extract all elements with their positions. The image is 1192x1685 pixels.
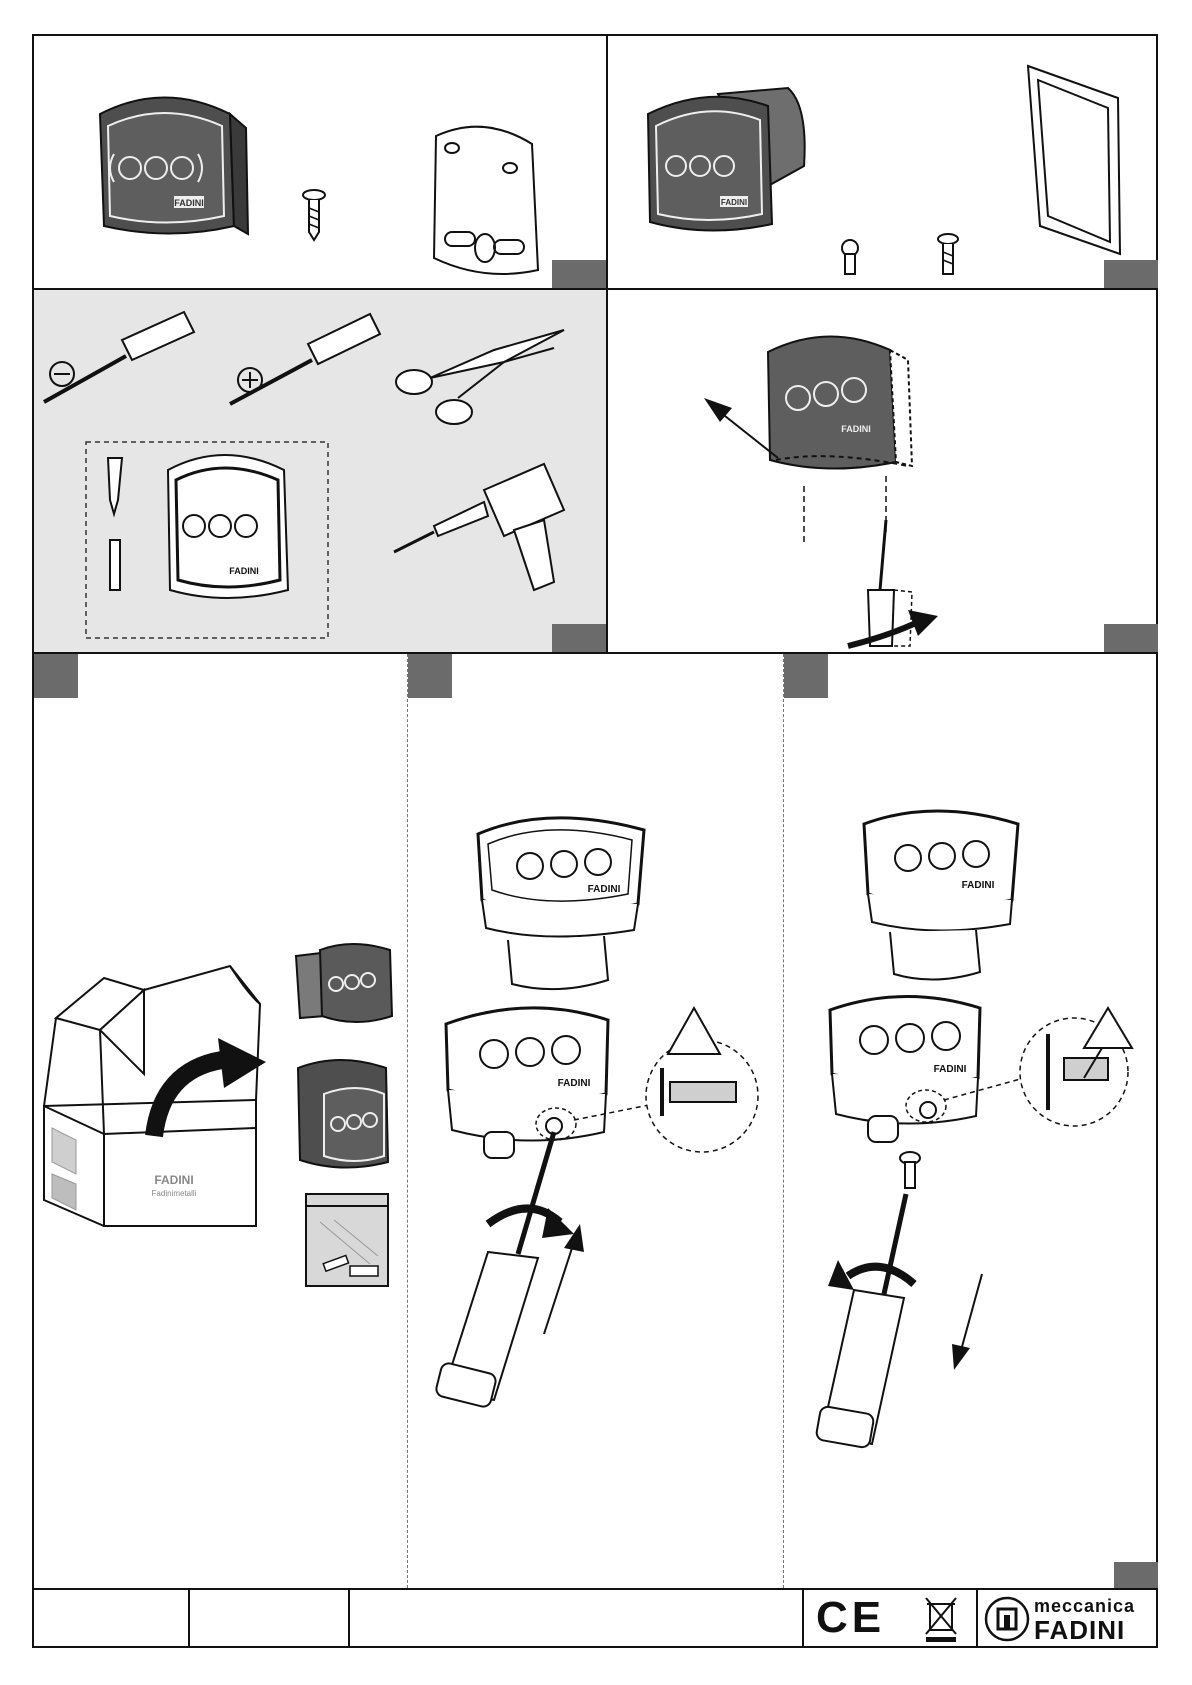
panel-contents-flat-mount: FADINI: [34, 36, 608, 290]
device-brand-label-7: FADINI: [962, 880, 995, 891]
screw-bag-icon: [306, 1194, 388, 1286]
keypad-front-icon: FADINI: [478, 818, 644, 989]
short-screw-icon: [842, 240, 858, 274]
step-number-tab-2: [408, 654, 452, 698]
recessed-keypad-icon: [296, 944, 392, 1022]
tighten-screw-illustration: FADINI FADINI: [408, 654, 784, 1588]
tools-illustration: FADINI: [34, 290, 608, 654]
screw-icon: [303, 190, 325, 240]
warning-triangle-icon: [668, 1008, 720, 1054]
ce-mark: CE: [816, 1594, 885, 1642]
figure-number-tab-2: [1104, 260, 1158, 288]
device-brand-label-4: FADINI: [841, 424, 871, 434]
figure-number-tab-4: [1104, 624, 1158, 652]
mounting-plate-icon: [434, 127, 538, 274]
crossed-out-wheelie-bin-icon: [922, 1594, 962, 1644]
panel-step-unpack: FADINI Fadinimetalli: [34, 654, 408, 1588]
rotate-clockwise-arrow-icon: [488, 1208, 574, 1238]
screwdriver-icon-2: [435, 1132, 554, 1408]
footer-marks-cell: CE: [802, 1590, 978, 1646]
pull-down-arrow-icon: [952, 1274, 982, 1370]
drill-icon: [394, 464, 564, 590]
open-box-icon: FADINI Fadinimetalli: [44, 966, 260, 1226]
figure-number-tab: [552, 260, 606, 288]
device-brand-label-2: FADINI: [721, 198, 747, 207]
panel-open-cover: FADINI: [608, 290, 1158, 654]
fadini-logo-icon: [984, 1596, 1030, 1642]
keypad-with-housing-icon: FADINI: [648, 88, 805, 231]
footer-cell-3: [348, 1590, 804, 1646]
figure-number-tab-5: [1114, 1562, 1158, 1588]
keypad-housing-icon: FADINI: [446, 1008, 608, 1158]
company-logo-cell: meccanica FADINI: [976, 1590, 1156, 1646]
recessed-mount-parts-illustration: FADINI: [608, 36, 1158, 290]
phillips-screwdriver-icon: [230, 314, 380, 404]
device-brand-label-5: FADINI: [588, 884, 621, 895]
keypad-housing-icon-2: FADINI: [830, 996, 980, 1142]
screwdriver-icon-3: [815, 1194, 906, 1448]
step-number-tab: [34, 654, 78, 698]
open-cover-illustration: FADINI: [608, 290, 1158, 654]
flat-keypad-icon: [298, 1060, 388, 1168]
fixing-kit-box: FADINI: [86, 442, 328, 638]
keypad-device-icon: FADINI: [100, 98, 248, 235]
device-brand-label-6: FADINI: [558, 1078, 591, 1089]
rotate-counterclockwise-arrow-icon: [828, 1260, 914, 1290]
footer-cell-1: [34, 1590, 190, 1646]
screw-icon-2: [938, 234, 958, 274]
step-number-tab-3: [784, 654, 828, 698]
keypad-device-icon-2: FADINI: [768, 336, 912, 468]
unpack-illustration: FADINI Fadinimetalli: [34, 654, 408, 1588]
screw-icon-3: [900, 1152, 920, 1188]
panel-contents-recessed-mount: FADINI: [608, 36, 1158, 290]
instruction-sheet: FADINI: [32, 34, 1158, 1648]
flat-mount-parts-illustration: FADINI: [34, 36, 608, 290]
panel-step-fix-screw: FADINI FADINI: [784, 654, 1158, 1588]
box-subline-label: Fadinimetalli: [152, 1189, 197, 1198]
keypad-front-icon-2: FADINI: [864, 811, 1018, 980]
device-brand-label-3: FADINI: [229, 566, 259, 576]
footer-bar: CE meccanica FADINI: [34, 1588, 1156, 1646]
figure-number-tab-3: [552, 624, 606, 652]
box-brand-label: FADINI: [154, 1173, 193, 1187]
device-brand-label: FADINI: [174, 198, 204, 208]
device-brand-label-8: FADINI: [934, 1064, 967, 1075]
panel-step-assemble: FADINI FADINI: [408, 654, 784, 1588]
scissors-icon: [396, 330, 564, 424]
gasket-frame-icon: [1028, 66, 1120, 254]
footer-cell-2: [188, 1590, 350, 1646]
flat-screwdriver-icon: [44, 312, 194, 402]
loosen-screw-illustration: FADINI FADINI: [784, 654, 1158, 1588]
company-name-top: meccanica: [1034, 1596, 1135, 1616]
push-up-arrow-icon: [544, 1224, 584, 1334]
arrow-up-left-icon: [704, 398, 778, 458]
company-name-bottom: FADINI: [1034, 1616, 1125, 1644]
panel-required-tools: FADINI: [34, 290, 608, 654]
